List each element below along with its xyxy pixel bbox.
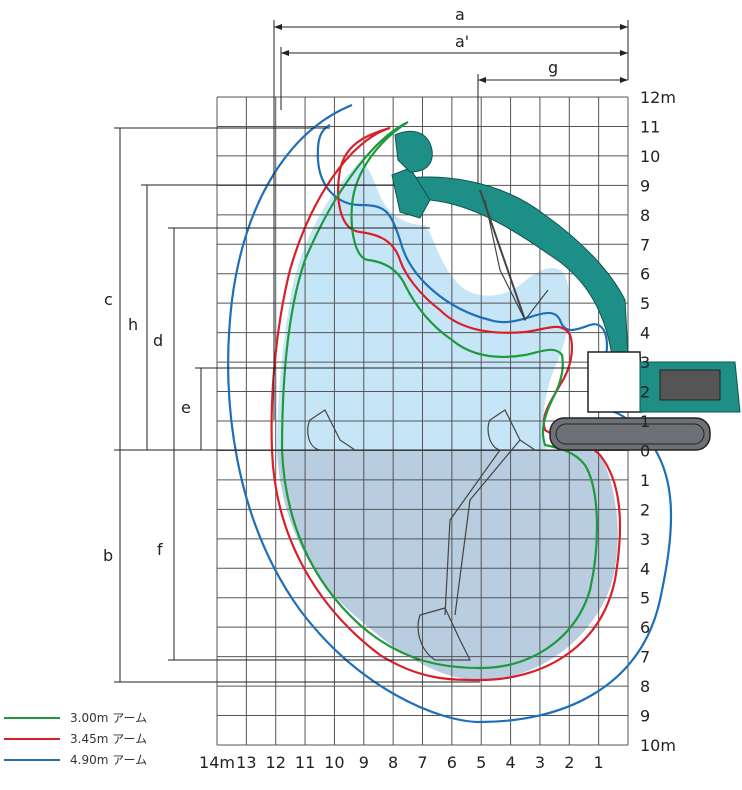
right-axis-tick-label: 5 [640, 589, 650, 608]
dimension-lines [114, 20, 629, 683]
arm [391, 167, 431, 219]
right-axis-tick-label: 12m [640, 88, 676, 107]
right-axis-tick-label: 10m [640, 736, 676, 755]
arm-upper-ghost [484, 199, 549, 322]
bottom-axis-tick-label: 3 [535, 753, 545, 772]
bucket-icon [307, 199, 549, 661]
arm-deep-1 [454, 439, 521, 616]
bottom-axis-tick-label: 5 [476, 753, 486, 772]
right-axis-tick-label: 2 [640, 500, 650, 519]
bottom-axis-tick-label: 1 [594, 753, 604, 772]
envelope-fill-above-ground [277, 160, 570, 450]
label-h: h [128, 315, 138, 334]
right-axis-tick-label: 3 [640, 353, 650, 372]
right-axis-tick-label: 7 [640, 235, 650, 254]
bottom-axis-tick-label: 11 [295, 753, 315, 772]
right-axis-tick-label: 6 [640, 265, 650, 284]
right-axis-tick-label: 4 [640, 559, 650, 578]
bottom-axis-tick-label: 9 [359, 753, 369, 772]
arm-deep-2 [444, 449, 501, 616]
bottom-axis-tick-label: 2 [564, 753, 574, 772]
right-axis-tick-label: 7 [640, 648, 650, 667]
right-axis-tick-label: 6 [640, 618, 650, 637]
label-a-prime: a' [455, 32, 469, 51]
bottom-axis-tick-label: 14m [199, 753, 235, 772]
bottom-axis-tick-label: 6 [447, 753, 457, 772]
legend-label: 3.00m アーム [70, 711, 147, 725]
track [549, 417, 711, 451]
grid [216, 96, 629, 746]
bucket-ground-mid [487, 409, 537, 451]
bucket [394, 130, 433, 173]
right-axis-tick-label: 1 [640, 471, 650, 490]
label-g: g [548, 58, 558, 77]
label-b: b [103, 546, 113, 565]
right-axis-tick-label: 8 [640, 206, 650, 225]
bottom-axis-tick-label: 8 [388, 753, 398, 772]
right-axis-tick-label: 2 [640, 383, 650, 402]
right-axis-tick-label: 3 [640, 530, 650, 549]
bucket-deep [417, 607, 471, 661]
engine-cover [659, 369, 721, 401]
bottom-axis-tick-label: 13 [236, 753, 256, 772]
label-d: d [153, 331, 163, 350]
right-axis-tick-label: 0 [640, 441, 650, 460]
excavator-icon [391, 130, 741, 451]
right-axis-tick-label: 4 [640, 324, 650, 343]
cab-body [587, 351, 643, 413]
right-axis-tick-label: 1 [640, 412, 650, 431]
label-e: e [181, 398, 191, 417]
label-c: c [104, 290, 113, 309]
bucket-ground-left [307, 409, 357, 451]
track-inner [555, 423, 705, 445]
right-axis-tick-label: 9 [640, 707, 650, 726]
bottom-axis-tick-label: 4 [505, 753, 515, 772]
bottom-axis-tick-label: 12 [266, 753, 286, 772]
right-axis-tick-label: 5 [640, 294, 650, 313]
legend-label: 3.45m アーム [70, 732, 147, 746]
right-axis-tick-label: 9 [640, 176, 650, 195]
right-axis-tick-label: 11 [640, 117, 660, 136]
right-axis-tick-label: 8 [640, 677, 650, 696]
right-axis-tick-label: 10 [640, 147, 660, 166]
label-f: f [157, 540, 163, 559]
bottom-axis-tick-label: 7 [417, 753, 427, 772]
bottom-axis-tick-label: 10 [324, 753, 344, 772]
dimension-letters: a a' g c h d e b f [103, 5, 558, 565]
legend: 3.00m アーム 3.45m アーム 4.90m アーム [4, 711, 147, 767]
legend-label: 4.90m アーム [70, 753, 147, 767]
label-a: a [455, 5, 465, 24]
